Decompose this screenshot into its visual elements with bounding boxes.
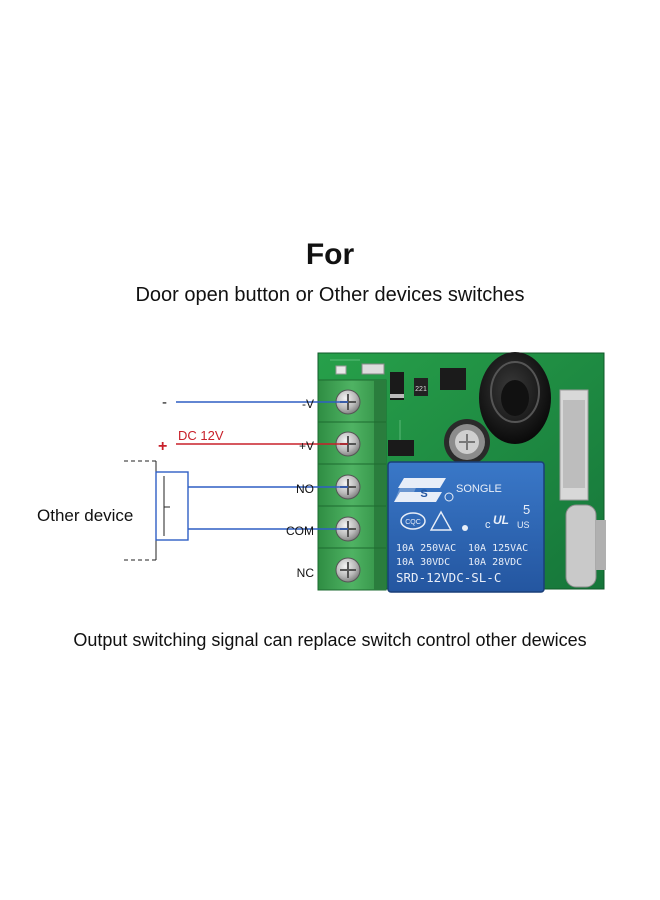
relay-rating-4: 10A 28VDC — [468, 557, 522, 568]
relay-rating-3: 10A 30VDC — [396, 557, 450, 568]
relay-number: 5 — [523, 502, 530, 517]
minus-sign: - — [162, 394, 167, 411]
diode-icon — [390, 372, 404, 400]
resistor-code: 221 — [415, 386, 427, 393]
relay-rating-1: 10A 250VAC — [396, 543, 456, 554]
relay-brand: SONGLE — [456, 483, 502, 495]
subheading: Door open button or Other devices switch… — [135, 284, 525, 306]
terminal-label-nc: NC — [297, 566, 315, 580]
relay-model: SRD-12VDC-SL-C — [396, 570, 501, 585]
tuv-triangle-icon — [429, 510, 453, 531]
relay-rating-2: 10A 125VAC — [468, 543, 528, 554]
cqc-text: CQC — [405, 519, 421, 526]
antenna-coil-icon — [479, 352, 551, 444]
ul-mark-icon: UL — [493, 513, 509, 527]
capacitor-icon — [444, 419, 490, 465]
terminal-label-neg: -V — [302, 397, 314, 411]
us-mark: US — [517, 520, 530, 530]
terminal-label-no: NO — [296, 482, 314, 496]
songle-logo-icon — [394, 478, 446, 502]
smd-resistor-icon — [361, 363, 385, 375]
cqc-mark-icon — [400, 512, 426, 530]
terminal-label-com: COM — [286, 524, 314, 538]
plus-sign: + — [158, 438, 167, 455]
terminal-label-pos: +V — [299, 439, 314, 453]
led-icon — [335, 365, 347, 375]
crystal-icon — [565, 504, 597, 588]
caption: Output switching signal can replace swit… — [73, 630, 587, 650]
terminal-block — [317, 379, 387, 591]
ul-c-mark: c — [485, 519, 491, 531]
heading: For — [305, 238, 355, 271]
screw-terminal-icon — [335, 557, 361, 583]
transistor-icon — [440, 368, 466, 390]
device-label: Other device — [37, 506, 133, 525]
diode-icon-2 — [388, 440, 414, 456]
switch-symbol-icon — [124, 460, 189, 561]
songle-logo-text: S — [420, 488, 427, 500]
relay: S SONGLE CQC c UL US 5 10A 250VAC 10A 12… — [387, 461, 545, 593]
power-label: DC 12V — [178, 428, 224, 443]
